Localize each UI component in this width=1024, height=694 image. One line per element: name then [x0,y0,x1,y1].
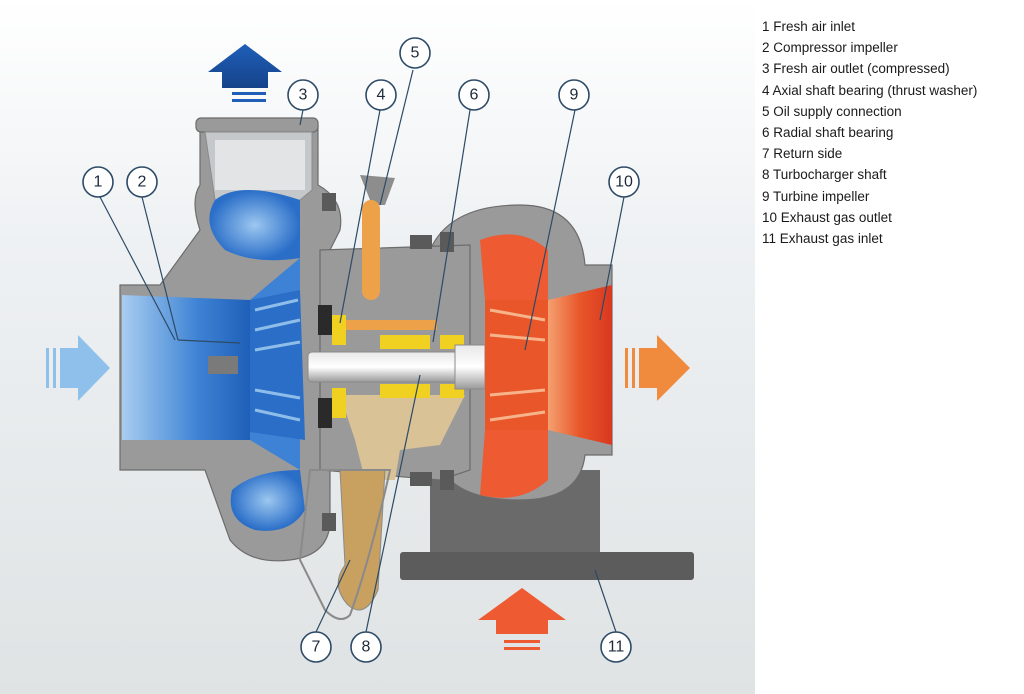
legend-number: 1 [762,19,770,34]
legend-text: Axial shaft bearing (thrust washer) [772,82,978,98]
axial-thrust-bearing [318,305,346,428]
legend-item: 9 Turbine impeller [762,186,977,207]
legend-item: 7 Return side [762,143,977,164]
callout-leader-lines [99,69,625,633]
callout-label-1: 1 [94,174,103,191]
legend-item: 6 Radial shaft bearing [762,122,977,143]
compressor-impeller [208,290,305,440]
fresh-air-outlet-arrow [208,44,282,102]
callout-6: 6 [458,79,490,111]
fresh-air-inlet-channel [122,295,250,440]
legend-text: Radial shaft bearing [773,125,894,141]
oil-supply-passage [342,175,437,330]
callout-label-10: 10 [615,174,633,191]
legend-item: 1 Fresh air inlet [762,16,977,37]
legend-text: Oil supply connection [773,103,902,119]
legend-number: 6 [762,125,770,141]
legend-number: 3 [762,61,770,77]
callout-1: 1 [82,166,114,198]
callout-4: 4 [365,79,397,111]
fresh-air-inlet-arrow [46,335,110,401]
legend-item: 4 Axial shaft bearing (thrust washer) [762,80,977,101]
callout-label-4: 4 [377,87,386,104]
legend-item: 10 Exhaust gas outlet [762,207,977,228]
housing-bolts [322,193,454,531]
legend-number: 9 [762,188,770,204]
callout-label-9: 9 [570,87,579,104]
callout-7: 7 [300,631,332,663]
legend-number: 8 [762,167,770,183]
exhaust-outlet-arrow [625,335,690,401]
legend-number: 2 [762,40,770,56]
callout-3: 3 [287,79,319,111]
callout-label-11: 11 [608,639,625,656]
legend-item: 11 Exhaust gas inlet [762,228,977,249]
callout-10: 10 [608,166,640,198]
turbine-impeller [480,234,548,498]
legend-number: 4 [762,82,770,98]
parts-legend: 1 Fresh air inlet 2 Compressor impeller … [762,16,977,249]
legend-text: Fresh air outlet (compressed) [773,61,950,77]
legend-text: Compressor impeller [773,40,898,56]
legend-number: 7 [762,146,770,162]
exhaust-inlet-arrow [478,588,566,650]
callout-8: 8 [350,631,382,663]
callout-9: 9 [558,79,590,111]
legend-item: 5 Oil supply connection [762,101,977,122]
callout-2: 2 [126,166,158,198]
legend-item: 8 Turbocharger shaft [762,164,977,185]
legend-number: 11 [762,231,777,247]
fresh-air-outlet-tube [204,131,313,201]
callout-label-5: 5 [411,45,420,62]
legend-text: Turbine impeller [773,188,870,204]
legend-text: Turbocharger shaft [773,167,887,183]
exhaust-gas-outlet-channel [548,285,612,445]
callout-5: 5 [399,37,431,69]
callout-label-2: 2 [138,174,147,191]
oil-return-passage [298,395,465,620]
callout-label-3: 3 [299,87,308,104]
legend-text: Exhaust gas inlet [779,231,883,247]
legend-text: Fresh air inlet [773,19,856,34]
legend-number: 5 [762,103,770,119]
legend-text: Exhaust gas outlet [780,209,892,225]
legend-number: 10 [762,209,778,225]
callout-label-8: 8 [362,639,371,656]
callout-11: 11 [600,631,632,663]
callout-label-6: 6 [470,87,479,104]
callout-label-7: 7 [312,639,321,656]
turbocharger-cutaway-diagram: 1 2 3 4 5 6 7 8 9 10 11 [0,0,755,694]
legend-item: 3 Fresh air outlet (compressed) [762,58,977,79]
legend-text: Return side [773,146,843,162]
legend-item: 2 Compressor impeller [762,37,977,58]
